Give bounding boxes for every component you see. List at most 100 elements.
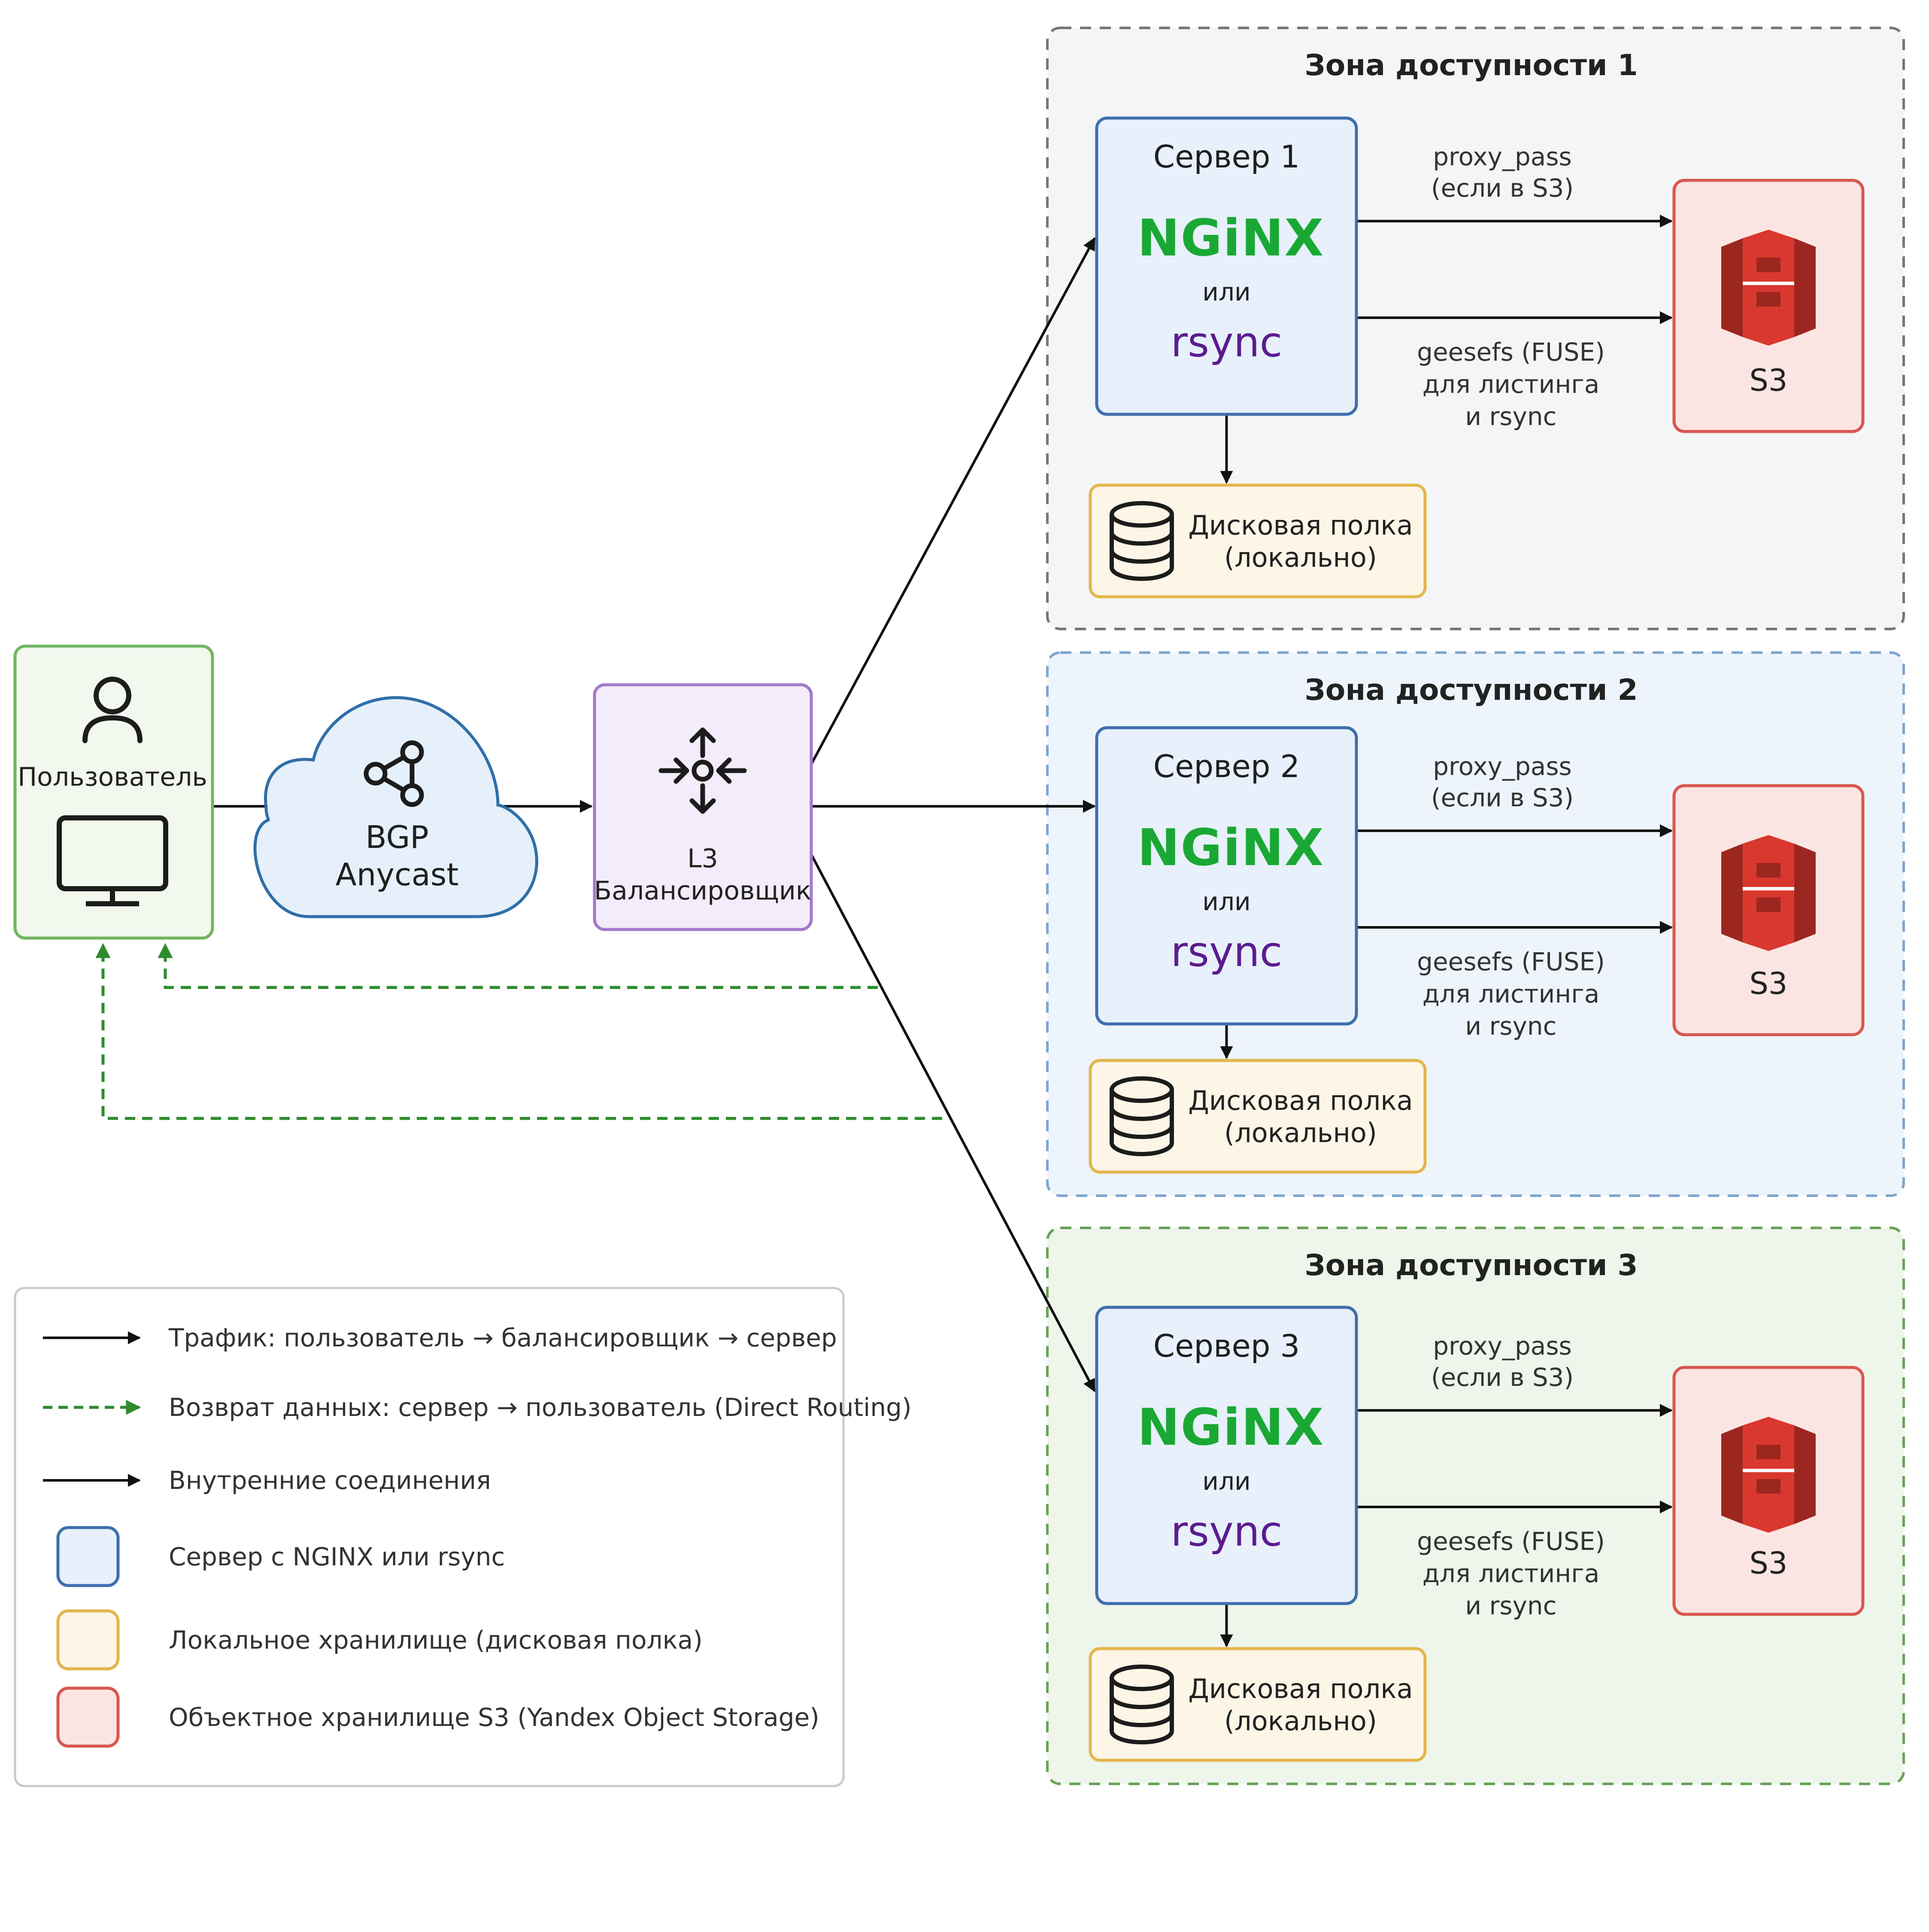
disk-label-line2: (локально) xyxy=(1224,542,1377,573)
legend-swatch xyxy=(56,1609,120,1671)
edge-balancer-to-server-3 xyxy=(810,854,1096,1392)
legend-row: Возврат данных: сервер → пользователь (D… xyxy=(43,1393,912,1422)
legend-swatch xyxy=(56,1686,120,1748)
bgp-label-line2: Anycast xyxy=(336,857,459,893)
return-path-server-3 xyxy=(95,943,942,1120)
nginx-logo: NGiNX xyxy=(1137,818,1325,877)
disk-label-line2: (локально) xyxy=(1224,1117,1377,1148)
balancer-arrow-in-right xyxy=(716,757,747,784)
database-icon xyxy=(1110,1076,1174,1156)
legend: Трафик: пользователь → балансировщик → с… xyxy=(14,1287,912,1787)
edge-balancer-to-server-1 xyxy=(810,237,1096,765)
s3-shape-left xyxy=(1721,844,1743,942)
share-node xyxy=(364,762,388,786)
s3-bucket-icon xyxy=(1721,835,1816,951)
legend-label: Внутренние соединения xyxy=(169,1466,491,1495)
legend-row: Трафик: пользователь → балансировщик → с… xyxy=(43,1323,837,1352)
disk-box[interactable] xyxy=(1089,483,1427,598)
disk-shelf-2[interactable]: Дисковая полка(локально) xyxy=(1089,1059,1427,1174)
s3-shape-slot xyxy=(1756,863,1780,878)
s3-label: S3 xyxy=(1750,363,1788,398)
s3-label: S3 xyxy=(1750,966,1788,1001)
geesefs-purpose: для листинга xyxy=(1422,1559,1600,1588)
s3-shape-core xyxy=(1743,230,1794,346)
proxy-pass-label: proxy_pass xyxy=(1433,142,1572,171)
legend-swatch xyxy=(56,1526,120,1587)
monitor-icon xyxy=(57,815,168,906)
s3-shape-core xyxy=(1743,835,1794,951)
zone-title: Зона доступности 3 xyxy=(1304,1249,1638,1282)
disk-shelf-3[interactable]: Дисковая полка(локально) xyxy=(1089,1647,1427,1762)
s3-shape-right xyxy=(1794,1425,1816,1524)
load-balancer-icon xyxy=(658,727,747,814)
s3-shape-core xyxy=(1743,1417,1794,1533)
return-path-server-2 xyxy=(158,943,878,989)
nginx-logo: NGiNX xyxy=(1137,208,1325,267)
user-shoulders xyxy=(82,715,143,743)
disk-box[interactable] xyxy=(1089,1059,1427,1174)
s3-shape-slot xyxy=(1756,1445,1780,1459)
database-ring xyxy=(1110,532,1174,546)
rsync-logo: rsync xyxy=(1171,928,1283,976)
server-title: Сервер 2 xyxy=(1153,748,1300,784)
database-ring xyxy=(1110,1695,1174,1709)
geesefs-purpose: для листинга xyxy=(1422,979,1600,1009)
disk-box[interactable] xyxy=(1089,1647,1427,1762)
balancer-arrow-in-left xyxy=(658,757,689,784)
s3-shape-slot xyxy=(1756,897,1780,912)
user-node[interactable]: Пользователь xyxy=(13,644,214,940)
legend-row: Локальное хранилище (дисковая полка) xyxy=(56,1609,703,1671)
legend-row: Объектное хранилище S3 (Yandex Object St… xyxy=(56,1686,819,1748)
disk-label-line1: Дисковая полка xyxy=(1188,1673,1413,1704)
database-ring xyxy=(1110,1713,1174,1727)
legend-label: Локальное хранилище (дисковая полка) xyxy=(169,1625,703,1655)
legend-label: Трафик: пользователь → балансировщик → с… xyxy=(168,1323,837,1352)
proxy-pass-label: proxy_pass xyxy=(1433,752,1572,781)
zone-title: Зона доступности 2 xyxy=(1304,673,1638,707)
disk-shelf-1[interactable]: Дисковая полка(локально) xyxy=(1089,483,1427,598)
proxy-pass-condition: (если в S3) xyxy=(1431,173,1574,203)
proxy-pass-condition: (если в S3) xyxy=(1431,783,1574,812)
s3-bucket-icon xyxy=(1721,1417,1816,1533)
database-ring xyxy=(1110,1107,1174,1121)
proxy-pass-label: proxy_pass xyxy=(1433,1331,1572,1361)
database-ring xyxy=(1110,1125,1174,1139)
s3-shape-right xyxy=(1794,238,1816,337)
database-icon xyxy=(1110,501,1174,581)
geesefs-label: geesefs (FUSE) xyxy=(1417,337,1605,367)
legend-label: Сервер с NGINX или rsync xyxy=(169,1542,505,1571)
monitor-stand xyxy=(86,889,139,906)
s3-label: S3 xyxy=(1750,1546,1788,1581)
share-nodes-icon xyxy=(364,740,424,807)
disk-label-line2: (локально) xyxy=(1224,1705,1377,1737)
database-ring xyxy=(1110,550,1174,564)
s3-shape-slot xyxy=(1756,292,1780,307)
rsync-logo: rsync xyxy=(1171,318,1283,366)
legend-label: Возврат данных: сервер → пользователь (D… xyxy=(169,1393,912,1422)
s3-shape-left xyxy=(1721,238,1743,337)
s3-storage-1[interactable]: S3 xyxy=(1672,179,1865,433)
server-box[interactable] xyxy=(1095,1306,1358,1605)
s3-shape-left xyxy=(1721,1425,1743,1524)
geesefs-label: geesefs (FUSE) xyxy=(1417,947,1605,976)
disk-label-line1: Дисковая полка xyxy=(1188,1085,1413,1116)
s3-bucket-icon xyxy=(1721,230,1816,346)
server-box[interactable] xyxy=(1095,726,1358,1026)
balancer-label-line1: L3 xyxy=(687,844,718,874)
server-box[interactable] xyxy=(1095,116,1358,416)
server-title: Сервер 3 xyxy=(1153,1328,1300,1364)
database-body xyxy=(1110,514,1174,581)
s3-shape-right xyxy=(1794,844,1816,942)
s3-storage-3[interactable]: S3 xyxy=(1672,1366,1865,1616)
legend-row: Внутренние соединения xyxy=(43,1466,491,1495)
s3-storage-2[interactable]: S3 xyxy=(1672,784,1865,1036)
s3-shape-slot xyxy=(1756,1479,1780,1494)
geesefs-purpose: для листинга xyxy=(1422,370,1600,399)
cloud-shape[interactable] xyxy=(253,696,538,918)
balancer-center xyxy=(692,759,714,782)
